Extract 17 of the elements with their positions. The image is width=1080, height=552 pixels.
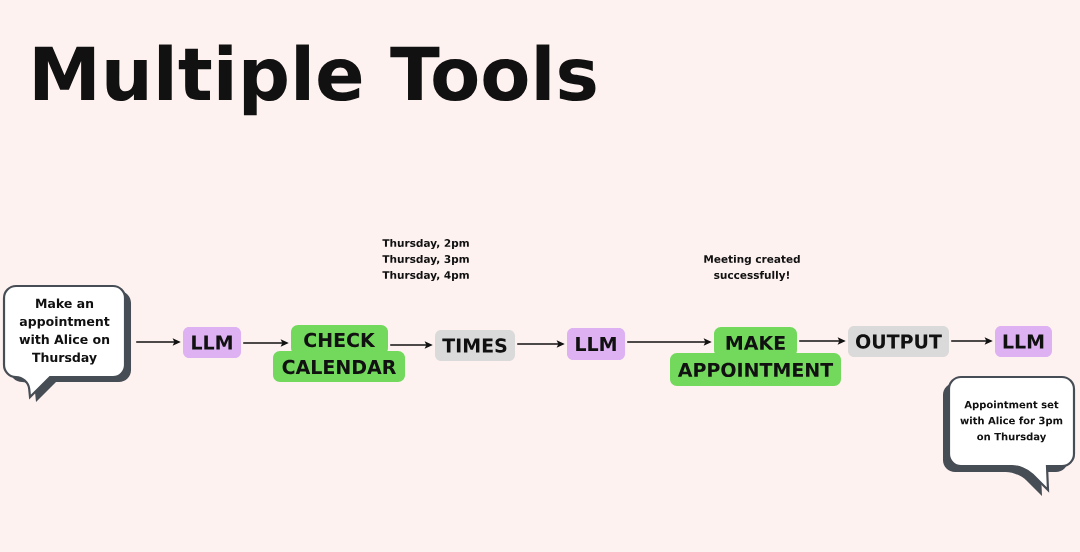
node-label: CHECK (304, 332, 376, 348)
process-box: OUTPUT (848, 326, 949, 357)
process-box: LLM (567, 328, 625, 360)
process-box: LLM (995, 326, 1052, 357)
note-text: Thursday, 2pm (382, 238, 469, 250)
tool-box: CHECK CALENDAR (273, 325, 405, 382)
title: Multiple Tools (34, 44, 596, 116)
note-text: Thursday, 3pm (382, 254, 469, 266)
note-text: Meeting created successfully! (704, 254, 800, 282)
process-box: TIMES (435, 330, 515, 361)
tool-box: MAKE APPOINTMENT (670, 327, 841, 386)
node-label: CALENDAR (282, 359, 396, 375)
speech-bubble: Appointment set with Alice for 3pm on Thursday (943, 375, 1076, 496)
process-box: LLM (183, 327, 241, 358)
speech-bubble: Make an appointment with Alice on Thursday (2, 284, 131, 402)
note-text: Thursday, 4pm (382, 270, 469, 282)
node-label: MAKE (726, 335, 785, 350)
